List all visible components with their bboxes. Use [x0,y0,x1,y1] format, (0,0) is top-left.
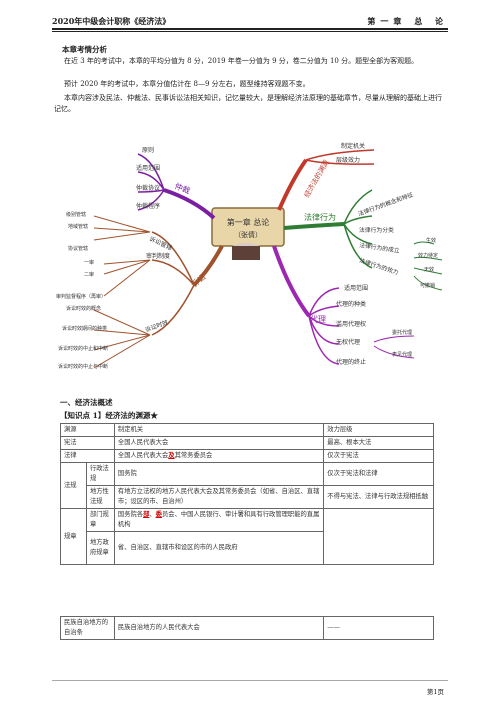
act-sub-3: 可撤销 [420,282,435,289]
branch-agent-label: 代理 [310,314,326,324]
mind-map: 第一章 总论 （张倩） 经济法的渊源 制定机关 层级效力 法律行为 法律行为的概… [56,142,443,370]
lit-sub2-2: 审判监督程序（再审） [56,293,106,300]
table-cell [323,508,434,565]
table-cell: 渊源 [60,423,115,437]
table-cell: 法律 [60,449,115,463]
act-sub-0: 生效 [426,237,436,244]
branch-agency: 代理 适用范围 代理的种类 滥用代理权 无权代理 代理的终止 委托代理 表见代理 [272,245,415,366]
intro-title: 本章考情分析 [62,45,107,54]
branch-litigation: 诉讼 诉讼管辖 审判制度 诉讼时效 级别管辖 地域管辖 协议管辖 一审 二审 审… [56,211,224,370]
arb-item-2: 仲裁协议 [136,184,160,192]
act-sub-1: 效力待定 [418,252,438,259]
table-cell: 省、自治区、直辖市和设区的市的人民政府 [113,531,325,565]
table-cell: 民族自治地方的自治条 [60,616,115,640]
lit-sub3-2: 诉讼时效的中止和中断 [58,345,108,352]
source-item-1: 层级效力 [336,156,360,164]
table-cell: 全国人民代表大会 [113,436,325,450]
table-cell: 国务院 [113,462,325,486]
autonomy-table: 民族自治地方的自治条 民族自治地方的人民代表大会 —— [60,616,434,640]
table-cell: 法规 [60,462,87,509]
agent-sub-1: 表见代理 [392,351,412,358]
agent-item-4: 代理的终止 [336,358,366,366]
page-header: 2020年中级会计职称《经济法》 第一章 总 论 [52,14,448,30]
lit-sub2-0: 一审 [84,259,94,266]
table-cell: 全国人民代表大会及其常务委员会 [113,449,325,463]
mind-map-center: 第一章 总论 （张倩） [211,207,285,260]
cell-text: 全国人民代表大会 [117,452,169,459]
act-item-1: 法律行为分类 [359,226,394,234]
table-cell: 最高、根本大法 [323,436,434,450]
branch-source-label: 经济法的渊源 [302,158,331,199]
highlight-text: 委 [155,511,162,518]
arb-item-1: 适用范围 [136,164,160,172]
table-row: 地方性法规 有地方立法权的地方人民代表大会及其常务委员会（如省、自治区、直辖市；… [61,485,434,509]
agent-item-2: 滥用代理权 [336,320,366,328]
agent-sub-0: 委托代理 [392,329,412,336]
table-cell: 制定机关 [113,423,325,437]
branch-arbitration: 仲裁 原则 适用范围 仲裁协议 仲裁程序 [136,146,216,220]
lit-sub2-1: 二审 [84,271,94,278]
arb-item-3: 仲裁程序 [136,202,160,210]
highlight-text: 及 [168,452,175,459]
act-item-2: 法律行为的成立 [359,241,400,255]
table-cell: 民族自治地方的人民代表大会 [113,616,325,640]
table-cell: 行政法规 [85,462,115,486]
lit-sub1-1: 地域管辖 [68,223,88,230]
intro-paragraph-3: 本章内容涉及民法、仲裁法、民事诉讼法相关知识，记忆量较大，是理解经济法原理的基础… [54,94,442,113]
agent-item-0: 适用范围 [344,284,368,292]
table-row: 规章 部门规章 国务院各部、委员会、中国人民银行、审计署和具有行政管理职能的直属… [60,508,434,565]
knowledge-point-heading: 【知识点 1】经济法的渊源★ [60,411,158,420]
cell-text: 国务院各 [117,511,144,518]
table-cell: 地方政府规章 [85,531,115,565]
lit-item-2: 诉讼时效 [144,318,169,334]
intro-paragraph-2: 预计 2020 年的考试中，本章分值估计在 8—9 分左右，题型维持客观题不变。 [64,80,310,88]
cell-text: 其常务委员会 [174,452,213,459]
header-title: 2020年中级会计职称《经济法》 [52,16,171,26]
table-cell: 规章 [60,508,87,565]
arb-item-0: 原则 [142,146,154,154]
table-cell: 宪法 [60,436,115,450]
table-cell: 不得与宪法、法律与行政法规相抵触 [323,485,434,509]
center-title: 第一章 总论 [227,217,270,227]
table-cell: 部门规章 [85,508,115,532]
table-cell: 有地方立法权的地方人民代表大会及其常务委员会（如省、自治区、直辖市；设区的市、自… [113,485,325,509]
table-cell: 地方性法规 [85,485,115,509]
table-row: 法规 行政法规 国务院 仅次于宪法和法律 [60,462,434,509]
lit-sub1-0: 级别管辖 [66,211,86,218]
header-rule [52,31,448,32]
table-cell: 效力层级 [323,423,434,437]
table-row: 民族自治地方的自治条 民族自治地方的人民代表大会 —— [60,616,434,640]
table-row: 地方政府规章 省、自治区、直辖市和设区的市的人民政府 [61,531,434,565]
header-chapter: 第一章 总 论 [367,16,448,26]
branch-act: 法律行为 法律行为的概念和特征 法律行为分类 法律行为的成立 法律行为的效力 生… [283,189,443,291]
footer-rule [52,680,448,681]
table-cell: 仅次于宪法 [323,449,434,463]
intro-paragraph-1: 在近 3 年的考试中，本章的平均分值为 8 分，2019 年卷一分值为 9 分，… [64,57,419,65]
center-subtitle: （张倩） [234,230,262,239]
agent-item-3: 无权代理 [336,338,360,346]
agent-item-1: 代理的种类 [336,300,366,308]
source-item-0: 制定机关 [341,142,365,150]
act-item-3: 法律行为的效力 [358,256,399,276]
page-number: 第1页 [426,688,444,696]
lit-sub1-2: 协议管辖 [68,245,88,252]
table-cell: —— [323,616,434,640]
source-table: 渊源 制定机关 效力层级 宪法 全国人民代表大会 最高、根本大法 法律 全国人民… [60,423,434,565]
cell-text: 、 [149,511,156,518]
section-heading: 一、经济法概述 [60,398,113,407]
act-sub-2: 无效 [424,266,434,273]
lit-sub3-1: 诉讼时效期间的种类 [62,325,107,332]
cell-text: 员会、中国人民银行、审计署和具有行政管理职能的直属机构 [117,511,320,528]
table-cell: 仅次于宪法和法律 [323,462,434,486]
table-cell: 国务院各部、委员会、中国人民银行、审计署和具有行政管理职能的直属机构 [113,508,325,532]
lit-item-1: 审判制度 [146,252,170,260]
lit-sub3-0: 诉讼时效的概念 [66,305,101,312]
table-header-row: 渊源 制定机关 效力层级 [60,423,434,437]
highlight-text: 部 [143,511,150,518]
branch-act-label: 法律行为 [304,212,336,222]
table-row: 宪法 全国人民代表大会 最高、根本大法 [60,436,434,450]
table-row: 法律 全国人民代表大会及其常务委员会 仅次于宪法 [60,449,434,463]
lit-sub3-3: 诉讼时效的中止与中断 [58,363,108,370]
